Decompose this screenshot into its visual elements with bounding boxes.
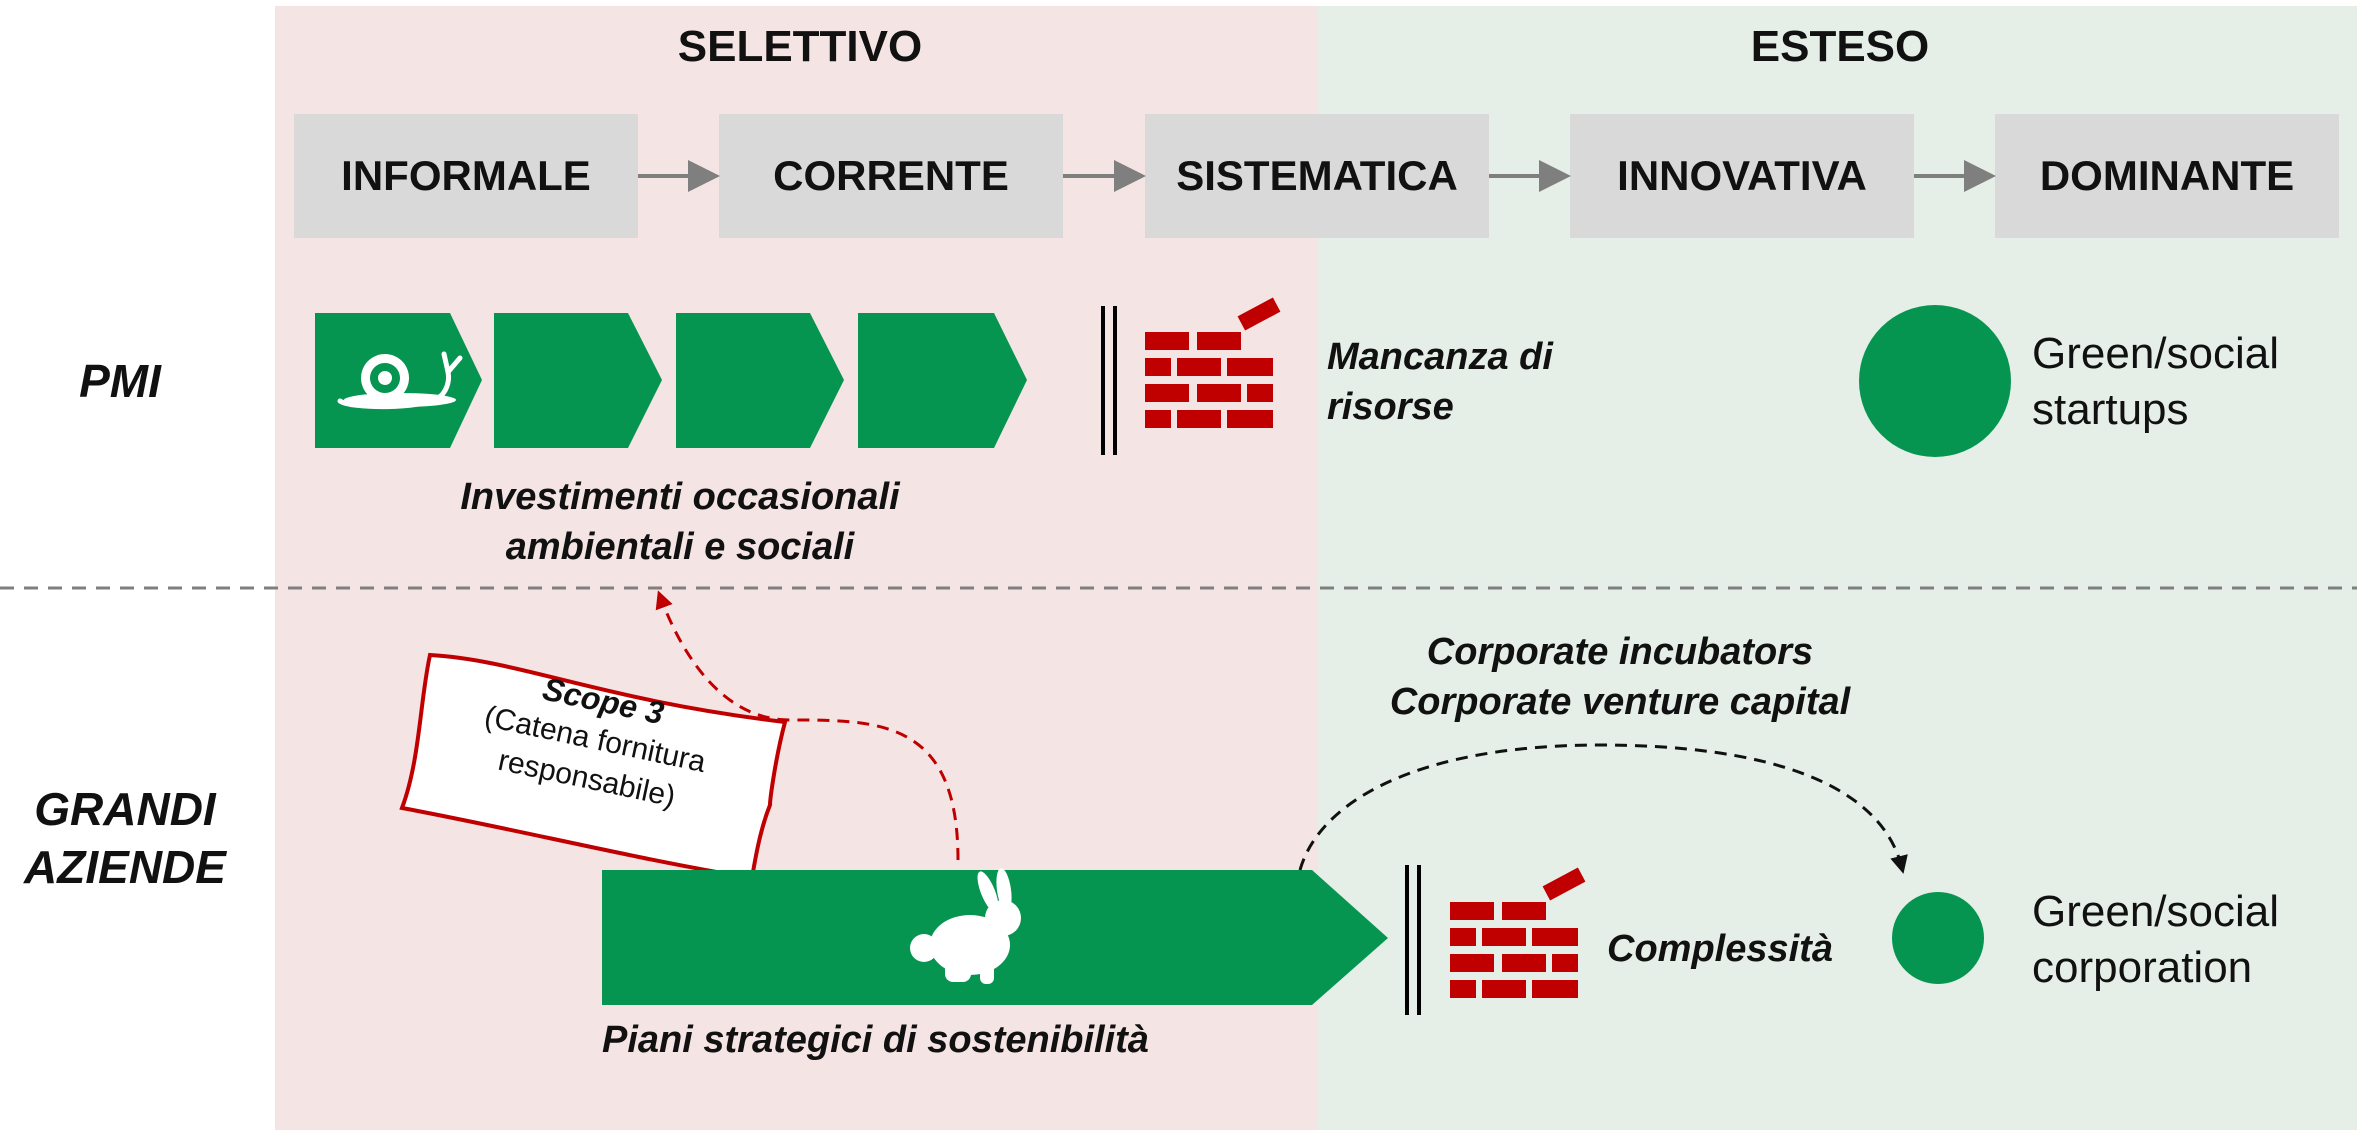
large-mechanism-line1: Corporate incubators [1426, 631, 1814, 673]
large-outcome-line2: corporation [2032, 943, 2253, 992]
large-barrier [1405, 865, 1586, 1015]
scope3-link-arrow [655, 590, 960, 861]
corporation-circle [1892, 892, 1984, 984]
stage-innovativa: INNOVATIVA [1570, 114, 1914, 238]
startups-circle [1859, 305, 2011, 457]
sme-caption-line2: ambientali e sociali [505, 526, 855, 568]
selective-title: SELETTIVO [677, 22, 923, 71]
extended-title: ESTESO [1750, 22, 1930, 71]
sme-caption-line1: Investimenti occasionali [460, 476, 900, 518]
sme-chevrons [315, 313, 1027, 448]
sme-barrier [1101, 297, 1281, 455]
sme-caption: Investimenti occasionali ambientali e so… [380, 472, 980, 572]
stage-dominante: DOMINANTE [1995, 114, 2339, 238]
large-outcome-line1: Green/social [2032, 887, 2280, 936]
snail-icon [337, 351, 463, 410]
sme-barrier-line2: risorse [1327, 386, 1454, 428]
row-label-sme: PMI [79, 355, 161, 407]
sme-outcome-line1: Green/social [2032, 329, 2280, 378]
stage-sistematica: SISTEMATICA [1145, 114, 1489, 238]
sme-chevron-2 [494, 313, 662, 448]
large-barrier-label: Complessità [1607, 928, 1833, 970]
stage-informale: INFORMALE [294, 114, 638, 238]
sme-outcome-label: Green/social startups [2032, 326, 2332, 438]
sme-barrier-label: Mancanza di risorse [1327, 332, 1627, 432]
rabbit-icon [910, 868, 1021, 984]
large-mechanism-line2: Corporate venture capital [1389, 681, 1851, 723]
large-mechanism-label: Corporate incubators Corporate venture c… [1330, 627, 1910, 727]
venture-link-arrow [1298, 743, 1908, 874]
sme-chevron-3 [676, 313, 844, 448]
sme-barrier-line1: Mancanza di [1327, 336, 1553, 378]
row-label-large-line2: AZIENDE [24, 841, 226, 893]
sme-brick-wall-icon [1145, 297, 1281, 428]
row-label-large-line1: GRANDI [34, 783, 216, 835]
row-label-large: GRANDI AZIENDE [0, 780, 250, 896]
scope3-note-shape [399, 652, 788, 881]
large-outcome-label: Green/social corporation [2032, 884, 2332, 996]
large-caption: Piani strategici di sostenibilità [602, 1019, 1149, 1061]
sme-outcome-line2: startups [2032, 385, 2189, 434]
sme-chevron-4 [858, 313, 1027, 448]
large-brick-wall-icon [1450, 867, 1586, 998]
stage-corrente: CORRENTE [719, 114, 1063, 238]
